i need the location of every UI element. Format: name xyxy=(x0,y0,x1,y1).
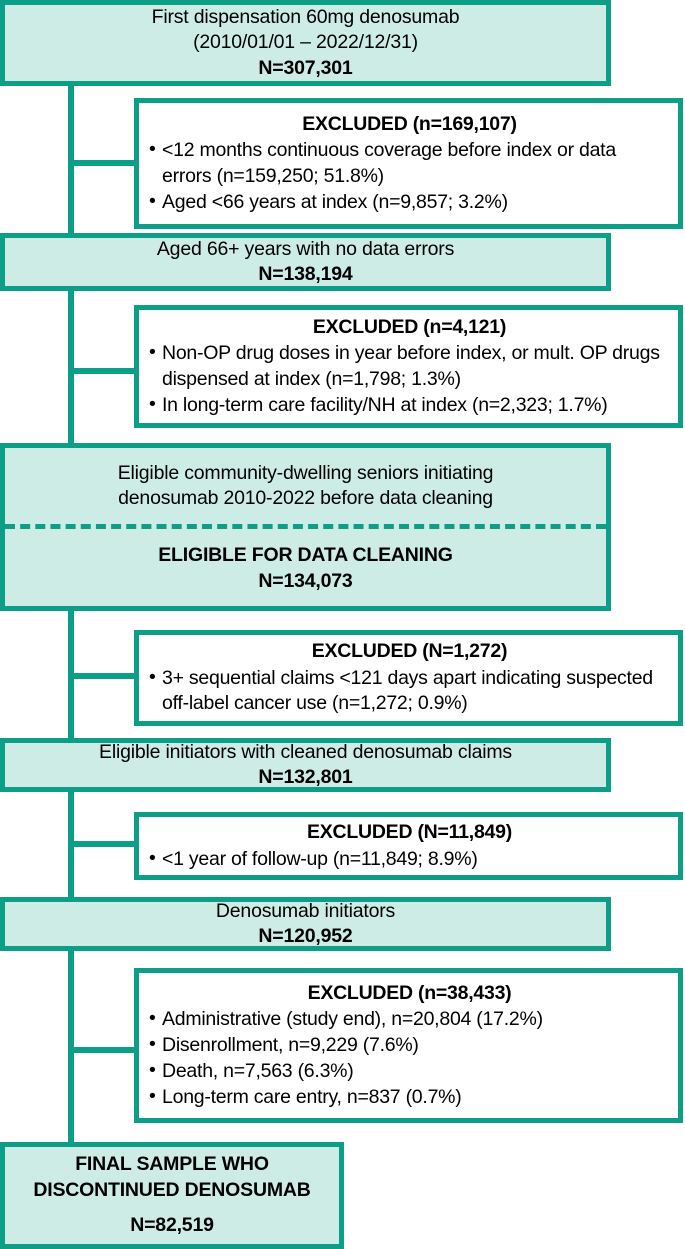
node-denosumab-initiators: Denosumab initiators N=120,952 xyxy=(0,897,611,951)
node-line: DISCONTINUED DENOSUMAB xyxy=(33,1178,311,1201)
exclusion-list: 3+ sequential claims <121 days apart ind… xyxy=(149,665,670,717)
exclusion-title: EXCLUDED (n=38,433) xyxy=(307,981,512,1004)
node-count: N=307,301 xyxy=(258,56,353,79)
connector-spine-1 xyxy=(68,85,74,233)
list-item: 3+ sequential claims <121 days apart ind… xyxy=(149,665,670,717)
list-item: Aged <66 years at index (n=9,857; 3.2%) xyxy=(149,189,670,216)
node-eligible-cleaned-claims: Eligible initiators with cleaned denosum… xyxy=(0,738,611,792)
exclusion-title: EXCLUDED (n=4,121) xyxy=(312,315,507,338)
connector-branch-5 xyxy=(68,1047,138,1053)
list-item: <12 months continuous coverage before in… xyxy=(149,137,670,189)
exclusion-title: EXCLUDED (N=11,849) xyxy=(307,820,512,843)
connector-branch-2 xyxy=(68,368,138,374)
node-first-dispensation: First dispensation 60mg denosumab (2010/… xyxy=(0,0,611,86)
node-line: Eligible community-dwelling seniors init… xyxy=(117,461,494,484)
list-item: Non-OP drug doses in year before index, … xyxy=(149,340,670,392)
exclusion-list: Non-OP drug doses in year before index, … xyxy=(149,340,670,419)
exclusion-box-1: EXCLUDED (n=169,107) <12 months continuo… xyxy=(134,98,683,229)
list-item: <1 year of follow-up (n=11,849; 8.9%) xyxy=(149,846,670,873)
connector-spine-5 xyxy=(68,950,74,1142)
node-line: Aged 66+ years with no data errors xyxy=(156,237,455,260)
node-count: N=82,519 xyxy=(130,1214,214,1237)
node-line: FINAL SAMPLE WHO xyxy=(75,1153,269,1176)
node-line: First dispensation 60mg denosumab xyxy=(151,5,460,28)
dashed-divider xyxy=(5,524,606,529)
list-item: Administrative (study end), n=20,804 (17… xyxy=(149,1006,670,1033)
node-line: Denosumab initiators xyxy=(215,899,396,922)
connector-branch-1 xyxy=(68,160,138,166)
exclusion-list: <12 months continuous coverage before in… xyxy=(149,137,670,216)
exclusion-box-5: EXCLUDED (n=38,433) Administrative (stud… xyxy=(134,968,683,1123)
list-item: In long-term care facility/NH at index (… xyxy=(149,392,670,419)
node-subtitle: ELIGIBLE FOR DATA CLEANING xyxy=(158,544,453,567)
node-eligible-before-cleaning: Eligible community-dwelling seniors init… xyxy=(0,443,611,611)
list-item: Death, n=7,563 (6.3%) xyxy=(149,1058,670,1085)
list-item: Disenrollment, n=9,229 (7.6%) xyxy=(149,1032,670,1059)
node-line: (2010/01/01 – 2022/12/31) xyxy=(193,31,418,54)
node-aged-66-no-errors: Aged 66+ years with no data errors N=138… xyxy=(0,233,611,291)
connector-branch-3 xyxy=(68,673,138,679)
node-count: N=134,073 xyxy=(258,569,353,592)
node-line: denosumab 2010-2022 before data cleaning xyxy=(118,487,493,509)
node-line: Eligible initiators with cleaned denosum… xyxy=(99,740,512,763)
node-section-eligible: ELIGIBLE FOR DATA CLEANING N=134,073 xyxy=(5,529,606,608)
list-item: Long-term care entry, n=837 (0.7%) xyxy=(149,1084,670,1111)
node-section-descriptive: Eligible community-dwelling seniors init… xyxy=(5,448,606,524)
node-final-sample: FINAL SAMPLE WHO DISCONTINUED DENOSUMAB … xyxy=(0,1142,344,1249)
exclusion-box-4: EXCLUDED (N=11,849) <1 year of follow-up… xyxy=(134,812,683,880)
connector-branch-4 xyxy=(68,841,138,847)
exclusion-title: EXCLUDED (n=169,107) xyxy=(302,112,517,135)
exclusion-box-2: EXCLUDED (n=4,121) Non-OP drug doses in … xyxy=(134,305,683,428)
exclusion-title: EXCLUDED (N=1,272) xyxy=(311,639,508,662)
exclusion-list: Administrative (study end), n=20,804 (17… xyxy=(149,1006,670,1111)
node-count: N=132,801 xyxy=(258,766,353,788)
node-count: N=120,952 xyxy=(258,925,353,947)
exclusion-box-3: EXCLUDED (N=1,272) 3+ sequential claims … xyxy=(134,630,683,726)
node-count: N=138,194 xyxy=(258,263,353,285)
connector-spine-2 xyxy=(68,291,74,443)
exclusion-list: <1 year of follow-up (n=11,849; 8.9%) xyxy=(149,846,670,873)
